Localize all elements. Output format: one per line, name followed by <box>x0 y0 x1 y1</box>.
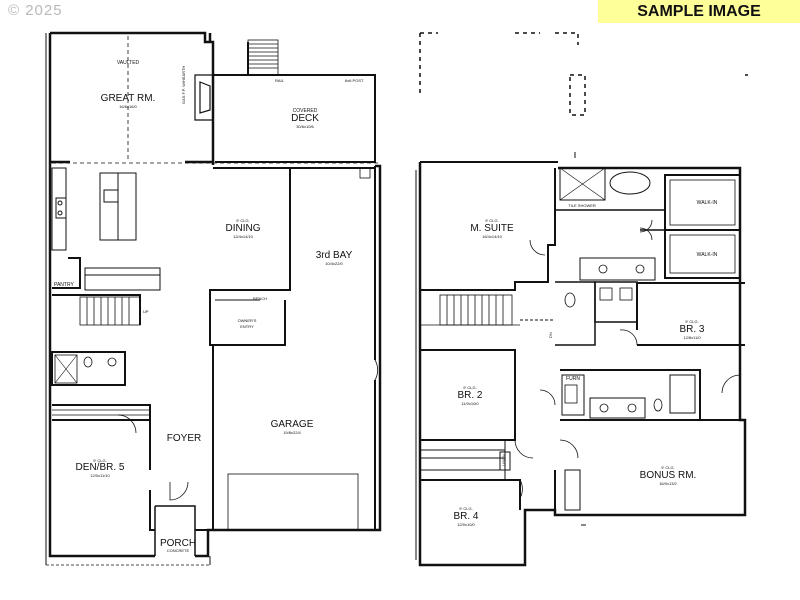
br4-ceiling: 9' CLG. <box>459 506 472 511</box>
upper-stairs-dn-label: DN <box>548 332 553 338</box>
den-size: 12/0x11/10 <box>90 473 110 478</box>
main-south-wall <box>195 164 382 558</box>
deck-stairs <box>247 39 279 76</box>
owners-entry-line2: ENTRY <box>240 324 254 329</box>
main-floor-labels: VAULTED GREAT RM. 16/6x16/0 GAS F.P. W/H… <box>54 60 364 553</box>
br4-size: 12/0x10/0 <box>457 522 475 527</box>
porch-note: CONCRETE <box>167 548 190 553</box>
br2-name: BR. 2 <box>457 390 482 401</box>
br4-name: BR. 4 <box>453 511 478 522</box>
bathtub <box>609 171 651 195</box>
garage-size: 19/8x22/4 <box>283 430 301 435</box>
main-stairs-up-label: UP <box>143 309 149 314</box>
upper-exterior-wall <box>418 162 747 567</box>
m-suite-size: 16/4x14/10 <box>482 234 503 239</box>
third-bay-name: 3rd BAY <box>316 250 353 261</box>
bonus-size: 16/0x13/2 <box>659 481 677 486</box>
pantry-wall <box>52 257 81 289</box>
deck-rail-note: RAIL <box>275 78 285 83</box>
kitchen-counters <box>51 167 161 291</box>
deck-post-note: 6x6 POST <box>345 78 364 83</box>
foyer-label: FOYER <box>167 433 201 444</box>
deck-name: DECK <box>291 113 319 124</box>
hall-tub <box>669 374 696 414</box>
owners-entry-line1: OWNER'S <box>238 318 257 323</box>
bonus-ceiling: 9' CLG. <box>661 465 674 470</box>
closets-br2-br4 <box>419 439 511 481</box>
upper-floor-labels: 9' CLG. M. SUITE 16/4x14/10 TILE SHOWER … <box>453 200 717 527</box>
third-bay-size: 10/4x22/0 <box>325 261 343 266</box>
m-suite-name: M. SUITE <box>470 223 514 234</box>
walkin-1-label: WALK-IN <box>697 200 718 206</box>
br3-ceiling: 9' CLG. <box>685 319 698 324</box>
powder-bath <box>51 351 126 386</box>
br3-walls <box>636 282 745 346</box>
main-stairs <box>79 296 141 326</box>
den-name: DEN/BR. 5 <box>76 462 125 473</box>
great-room-size: 16/6x16/0 <box>119 104 137 109</box>
deck-outline <box>213 74 376 163</box>
deck-prefix: COVERED <box>293 108 318 114</box>
upper-stairs <box>420 294 520 326</box>
garage-name: GARAGE <box>271 419 314 430</box>
br3-name: BR. 3 <box>679 324 704 335</box>
dining-ceiling: 9' CLG. <box>236 218 249 223</box>
bench-label: BENCH <box>253 296 267 301</box>
great-room-name: GREAT RM. <box>101 93 156 104</box>
porch <box>154 505 196 556</box>
upper-floor-plan <box>415 32 748 567</box>
garage-door <box>227 473 359 531</box>
br2-ceiling: 9' CLG. <box>463 385 476 390</box>
br2-size: 11/0x10/0 <box>461 401 479 406</box>
sample-image-badge: SAMPLE IMAGE <box>598 0 800 23</box>
m-suite-ceiling: 9' CLG. <box>485 218 498 223</box>
walkin-closet-2 <box>664 229 741 279</box>
dining-name: DINING <box>226 223 261 234</box>
dining-size: 12/4x14/10 <box>233 234 254 239</box>
master-vanity <box>579 257 656 281</box>
porch-name: PORCH <box>160 538 196 549</box>
copyright-watermark: © 2025 <box>8 2 63 19</box>
tile-shower-label: TILE SHOWER <box>568 203 596 208</box>
den-ceiling: 9' CLG. <box>93 458 106 463</box>
master-suite-wall <box>420 168 556 291</box>
fireplace-label: GAS F.P. W/HEARTH <box>181 66 186 104</box>
pantry-label: PANTRY <box>54 282 74 288</box>
main-floor-plan <box>45 31 382 566</box>
main-west-wall <box>48 33 155 558</box>
br3-size: 12/8x11/0 <box>683 335 701 340</box>
walkin-2-label: WALK-IN <box>697 252 718 258</box>
furn-label: FURN <box>566 376 580 382</box>
tile-shower <box>559 167 606 201</box>
deck-size: 30/6x10/6 <box>296 124 314 129</box>
linen-label: LINEN <box>501 454 506 466</box>
bonus-name: BONUS RM. <box>640 470 697 481</box>
fireplace-symbol <box>194 74 214 121</box>
bonus-room-walls <box>554 419 745 515</box>
den-walls <box>52 404 151 470</box>
roof-outline-dashed <box>419 32 748 116</box>
great-room-prefix: VAULTED <box>117 60 140 66</box>
